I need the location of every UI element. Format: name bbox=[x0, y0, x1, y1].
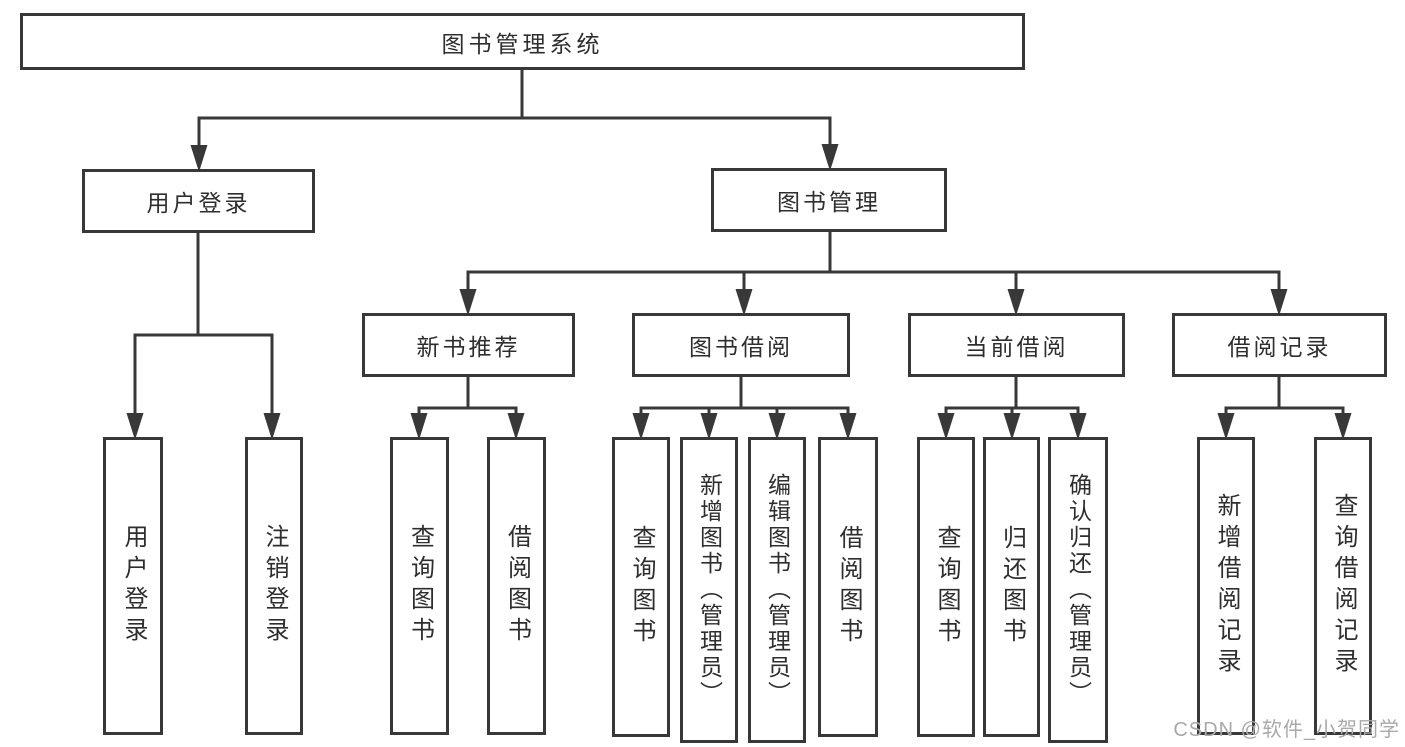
node-book-management: 图书管理 bbox=[711, 168, 947, 232]
leaf-bb-borrow-books: 借阅图书 bbox=[818, 437, 878, 737]
node-root: 图书管理系统 bbox=[20, 13, 1025, 70]
node-new-book-recommend: 新书推荐 bbox=[362, 313, 575, 377]
node-user-login: 用户登录 bbox=[82, 169, 315, 233]
leaf-br-add-record: 新增借阅记录 bbox=[1197, 437, 1255, 735]
node-book-borrowing: 图书借阅 bbox=[632, 313, 850, 377]
leaf-cb-query-books: 查询图书 bbox=[917, 437, 975, 737]
watermark: CSDN @软件_小贺同学 bbox=[1173, 719, 1400, 741]
leaf-bb-edit-books-admin: 编辑图书（管理员） bbox=[748, 437, 806, 743]
leaf-cb-return-books: 归还图书 bbox=[983, 437, 1040, 737]
node-current-borrowing: 当前借阅 bbox=[908, 313, 1125, 377]
leaf-br-query-record: 查询借阅记录 bbox=[1314, 437, 1372, 735]
leaf-bb-add-books-admin: 新增图书（管理员） bbox=[680, 437, 738, 743]
leaf-user-login: 用户登录 bbox=[103, 437, 163, 735]
leaf-nbr-borrow-books: 借阅图书 bbox=[487, 437, 546, 735]
leaf-bb-query-books: 查询图书 bbox=[612, 437, 670, 737]
leaf-cb-confirm-return-admin: 确认归还（管理员） bbox=[1048, 437, 1108, 743]
node-borrowing-records: 借阅记录 bbox=[1172, 313, 1387, 377]
leaf-logout: 注销登录 bbox=[245, 437, 303, 735]
leaf-nbr-query-books: 查询图书 bbox=[390, 437, 449, 735]
